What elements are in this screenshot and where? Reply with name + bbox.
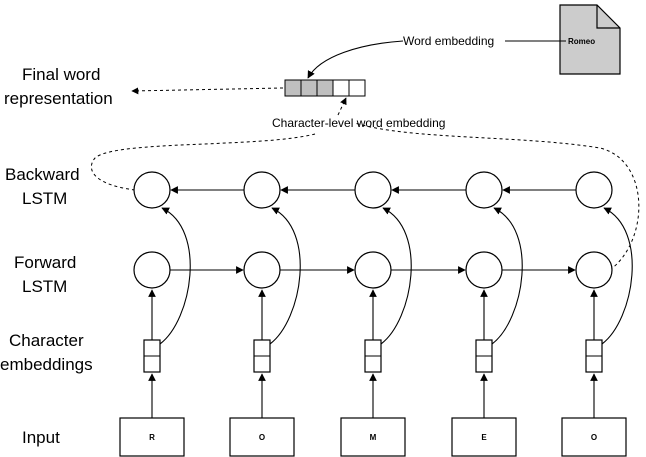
char-embeddings-label-1: Character (9, 331, 84, 350)
forward-lstm-node (465, 251, 503, 289)
forward-lstm-node (243, 251, 281, 289)
input-char: E (481, 433, 487, 442)
forward-lstm-node (354, 251, 392, 289)
document-label: Romeo (568, 37, 595, 46)
backward-lstm-label-2: LSTM (22, 189, 67, 208)
forward-lstm-node (575, 251, 613, 289)
forward-lstm-node (133, 251, 171, 289)
backward-lstm-node (133, 171, 171, 209)
document-icon (559, 4, 621, 75)
backward-lstm-node (575, 171, 613, 209)
input-box (119, 417, 185, 457)
input-char: R (149, 433, 155, 442)
final-word-label-1: Final word (22, 65, 100, 84)
input-box (451, 417, 517, 457)
char-level-embedding-label: Character-level word embedding (272, 116, 445, 130)
forward-lstm-label-2: LSTM (22, 277, 67, 296)
backward-lstm-node (243, 171, 281, 209)
word-embedding-label: Word embedding (403, 34, 494, 48)
backward-lstm-label-1: Backward (5, 165, 80, 184)
backward-lstm-node (354, 171, 392, 209)
final-word-label-2: representation (4, 89, 113, 108)
input-char: O (259, 433, 265, 442)
input-char: O (591, 433, 597, 442)
input-box (229, 417, 295, 457)
char-embeddings-label-2: embeddings (0, 355, 93, 374)
final-embedding-vector (284, 79, 366, 97)
forward-lstm-label-1: Forward (14, 253, 76, 272)
backward-lstm-node (465, 171, 503, 209)
input-char: M (370, 433, 377, 442)
input-label: Input (22, 428, 60, 447)
input-box (561, 417, 627, 457)
